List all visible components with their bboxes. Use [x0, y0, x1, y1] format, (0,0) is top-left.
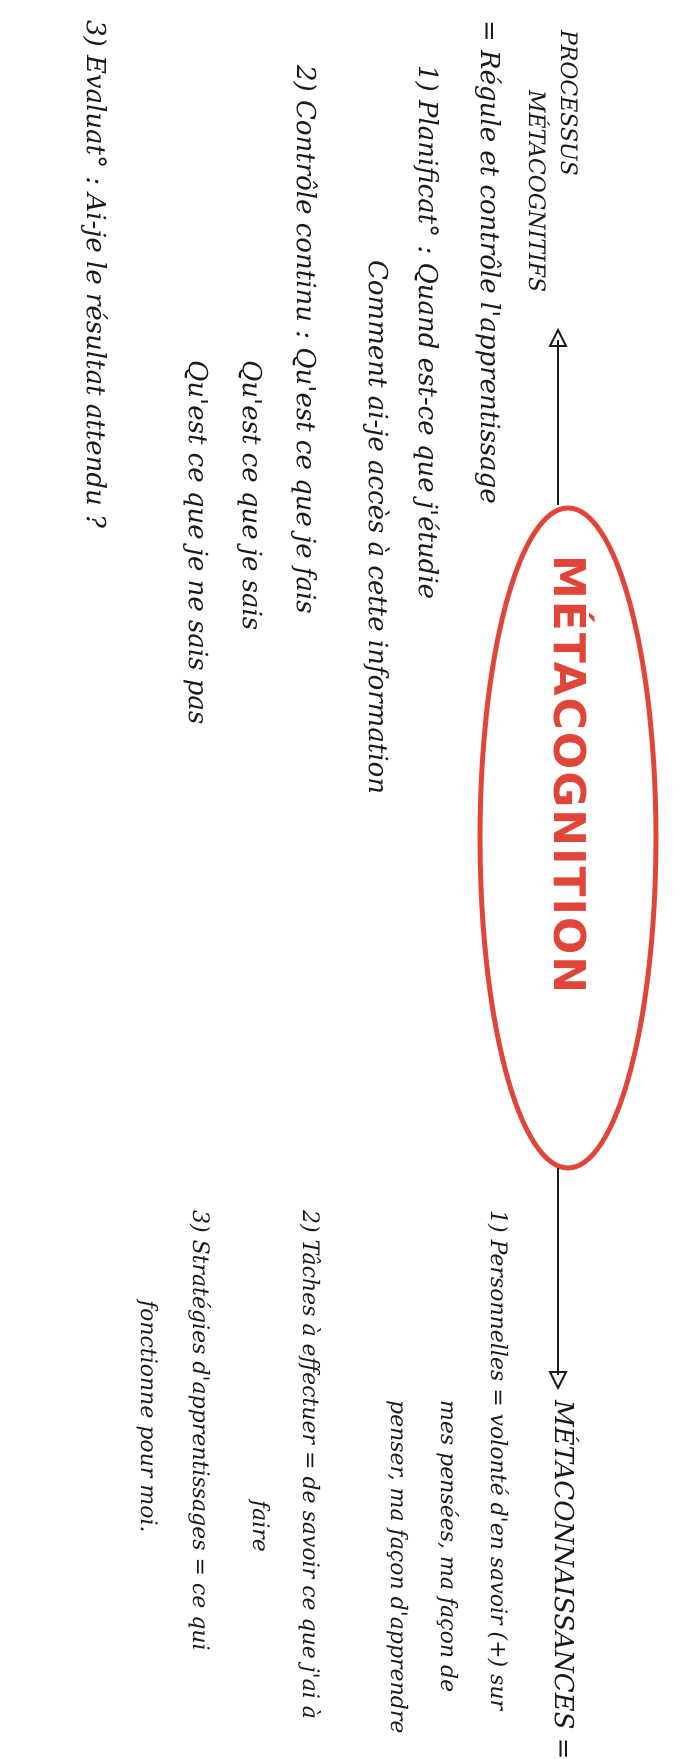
left-item-2: 2) Contrôle continu : Qu'est ce que je f… [290, 65, 320, 614]
right-item-3: 3) Stratégies d'apprentissages = ce qui [187, 1210, 212, 1651]
right-item-2: 2) Tâches à effectuer = de savoir ce que… [297, 1210, 322, 1719]
left-header-line2: MÉTACOGNITIFS [523, 90, 548, 293]
center-title: MÉTACOGNITION [543, 555, 594, 996]
left-definition: = Régule et contrôle l'apprentissage [474, 20, 504, 504]
right-item-3b: fonctionne pour moi. [135, 1300, 160, 1533]
center-ellipse [477, 505, 659, 1171]
left-item-3: 3) Evaluat° : Ai-je le résultat attendu … [80, 20, 110, 528]
connector-layer [477, 327, 659, 1391]
left-header-line1: PROCESSUS [555, 30, 580, 176]
left-item-1b: Comment ai-je accès à cette information [362, 260, 392, 794]
left-arrow-head [548, 327, 568, 347]
mindmap-canvas: MÉTACOGNITION PROCESSUS MÉTACOGNITIFS = … [80, 20, 659, 1759]
left-item-2c: Qu'est ce que je ne sais pas [182, 360, 212, 725]
right-item-2b: faire [247, 1500, 272, 1552]
right-header: MÉTACONNAISSANCES = [548, 1400, 578, 1759]
right-item-1b: mes pensées, ma façon de [435, 1400, 460, 1693]
right-arrow-head [548, 1371, 568, 1391]
mindmap-page: MÉTACOGNITION PROCESSUS MÉTACOGNITIFS = … [80, 20, 659, 1759]
left-item-2b: Qu'est ce que je sais [236, 360, 266, 631]
right-item-1: 1) Personnelles = volonté d'en savoir (+… [485, 1210, 510, 1711]
right-item-1c: penser, ma façon d'apprendre [385, 1400, 410, 1734]
left-item-1: 1) Planificat° : Quand est-ce que j'étud… [412, 65, 442, 600]
